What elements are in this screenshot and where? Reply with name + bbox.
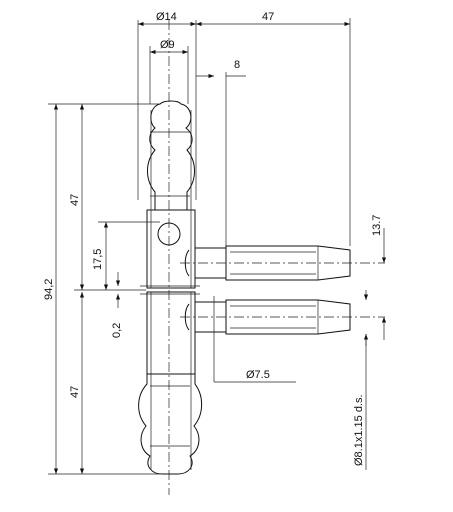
upper-finial (147, 100, 195, 227)
dim-pin-spacing: 13.7 (371, 215, 387, 340)
inner-diameter-label: Ø9 (160, 39, 175, 51)
gap-label: 0,2 (111, 323, 123, 338)
dim-upper-height: 47 (69, 104, 146, 291)
lower-knuckle (146, 291, 196, 375)
hinge-body (138, 100, 203, 475)
overall-height-label: 94,2 (43, 279, 55, 300)
pin-diameter-label: Ø7.5 (246, 369, 270, 381)
pin-spacing-label: 13.7 (371, 215, 383, 236)
offset-label: 8 (234, 59, 240, 71)
upper-height-label: 47 (69, 194, 81, 206)
pin-reach-label: 47 (262, 11, 274, 23)
thread-spec-label: Ø8.1x1.15 d.s. (353, 394, 365, 466)
lower-finial (138, 373, 203, 475)
dim-knuckle-offset: 17,5 (92, 221, 160, 290)
knuckle-offset-label: 17,5 (92, 249, 104, 270)
dim-lower-height: 47 (69, 292, 85, 474)
dim-pin-diameter: Ø7.5 (213, 296, 296, 383)
lower-height-label: 47 (69, 386, 81, 398)
dim-gap: 0,2 (111, 272, 123, 338)
dim-overall-height: 94,2 (43, 103, 160, 475)
dim-thread-spec: Ø8.1x1.15 d.s. (353, 290, 369, 470)
dim-inner-diameter: Ø9 (149, 39, 189, 104)
dim-offset: 8 (196, 59, 246, 246)
dim-pin-reach: 47 (196, 11, 351, 246)
dim-outer-diameter: Ø14 (137, 11, 197, 200)
outer-diameter-label: Ø14 (156, 11, 177, 23)
